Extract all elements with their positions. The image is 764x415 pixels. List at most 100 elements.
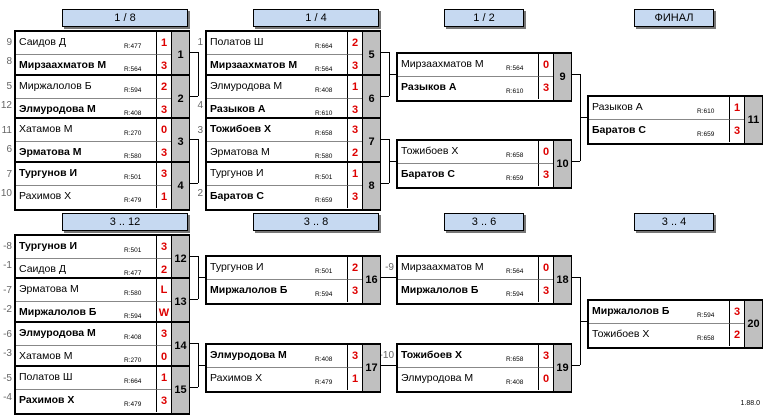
player-name: Разыков А	[401, 81, 457, 93]
player-score: 1	[156, 367, 171, 390]
seed: 12	[0, 100, 12, 111]
match-number: 20	[744, 301, 762, 347]
round-header-3-4: 3 .. 4	[634, 213, 714, 231]
player-row[interactable]: Разыков А R:610	[398, 77, 538, 99]
round-header-1-8: 1 / 8	[62, 9, 188, 27]
player-name: Тожибоев Х	[401, 349, 463, 361]
player-name: Хатамов М	[19, 350, 73, 362]
match-number: 18	[553, 257, 571, 303]
player-name: Миржалолов Б	[19, 80, 92, 92]
player-rating: R:270	[124, 130, 142, 137]
seed: -6	[3, 329, 12, 340]
player-score: 0	[156, 119, 171, 142]
player-score: 3	[347, 345, 362, 368]
player-name: Элмуродова М	[19, 327, 96, 339]
player-score: 2	[347, 142, 362, 164]
player-row[interactable]: Рахимов Х R:479	[207, 368, 347, 390]
player-score: 3	[156, 99, 171, 121]
player-rating: R:658	[697, 335, 715, 342]
player-rating: R:610	[315, 110, 333, 117]
player-name: Рахимов Х	[210, 372, 263, 384]
player-rating: R:479	[315, 379, 333, 386]
player-rating: R:270	[124, 357, 142, 364]
player-row[interactable]: Хатамов М R:270	[16, 346, 156, 368]
match-number: 3	[171, 119, 189, 165]
player-score: 3	[156, 55, 171, 77]
seed: 3	[197, 125, 203, 136]
seed: 4	[197, 100, 203, 111]
player-score: 0	[538, 141, 553, 164]
player-rating: R:501	[315, 268, 333, 275]
player-name: Эрматова М	[19, 146, 82, 158]
player-rating: R:610	[506, 88, 524, 95]
player-rating: R:658	[506, 152, 524, 159]
match-number: 19	[553, 345, 571, 391]
seed: -4	[3, 392, 12, 403]
player-name: Мирзаахматов М	[401, 58, 484, 70]
player-rating: R:501	[124, 247, 142, 254]
round-header-3-6: 3 .. 6	[444, 213, 524, 231]
seed: 6	[6, 144, 12, 155]
player-rating: R:580	[315, 153, 333, 160]
player-name: Разыков А	[592, 101, 643, 113]
player-rating: R:580	[124, 290, 142, 297]
